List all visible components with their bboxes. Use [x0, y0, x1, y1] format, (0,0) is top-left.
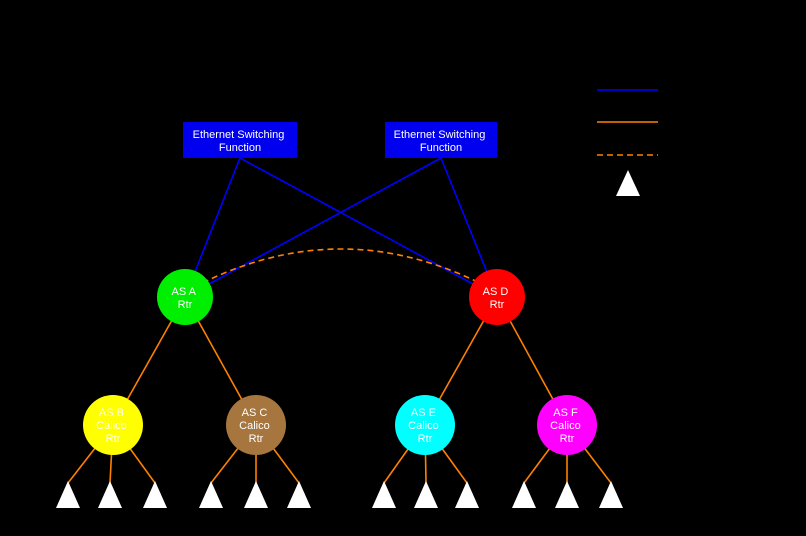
ethernet-switch-right-box — [385, 122, 497, 158]
peering-dashed-link — [184, 248, 498, 293]
as-f-calico-router-circle — [537, 395, 597, 455]
as-e-calico-router-circle — [395, 395, 455, 455]
legend — [597, 89, 658, 196]
legend-server-triangle — [616, 170, 640, 196]
server-triangle — [244, 481, 268, 508]
server-triangle — [599, 481, 623, 508]
as-a-router-node: AS A Rtr — [157, 269, 213, 325]
ethernet-switch-right-label: Ethernet Switching Function — [394, 129, 489, 154]
ethernet-switch-left-box — [183, 122, 297, 158]
server-triangle — [455, 481, 479, 508]
server-triangle — [98, 481, 122, 508]
ethernet-switch-right: Ethernet Switching Function — [385, 122, 497, 158]
as-d-router-circle — [469, 269, 525, 325]
as-d-router-label: AS D Rtr — [483, 286, 512, 311]
as-f-calico-router-label: AS F Calico Rtr — [550, 407, 584, 445]
as-c-calico-router-node: AS C Calico Rtr — [226, 395, 286, 455]
server-triangle — [199, 481, 223, 508]
as-d-router-node: AS D Rtr — [469, 269, 525, 325]
as-e-calico-router-label: AS E Calico Rtr — [408, 407, 442, 445]
server-triangle — [56, 481, 80, 508]
server-triangle — [414, 481, 438, 508]
blue-link-leftswitch-asd — [239, 157, 498, 298]
as-a-router-circle — [157, 269, 213, 325]
as-e-calico-router-node: AS E Calico Rtr — [395, 395, 455, 455]
as-b-calico-router-circle — [83, 395, 143, 455]
as-b-calico-router-label: AS B Calico Rtr — [96, 407, 130, 445]
server-triangle — [143, 481, 167, 508]
as-c-calico-router-label: AS C Calico Rtr — [239, 407, 273, 445]
as-b-calico-router-node: AS B Calico Rtr — [83, 395, 143, 455]
as-f-calico-router-node: AS F Calico Rtr — [537, 395, 597, 455]
server-triangle — [287, 481, 311, 508]
blue-link-rightswitch-asa — [184, 157, 442, 298]
as-a-router-label: AS A Rtr — [172, 286, 199, 311]
server-triangle — [555, 481, 579, 508]
server-triangle — [512, 481, 536, 508]
ethernet-switch-left: Ethernet Switching Function — [183, 122, 297, 158]
server-triangle — [372, 481, 396, 508]
ethernet-switch-left-label: Ethernet Switching Function — [193, 129, 288, 154]
as-c-calico-router-circle — [226, 395, 286, 455]
